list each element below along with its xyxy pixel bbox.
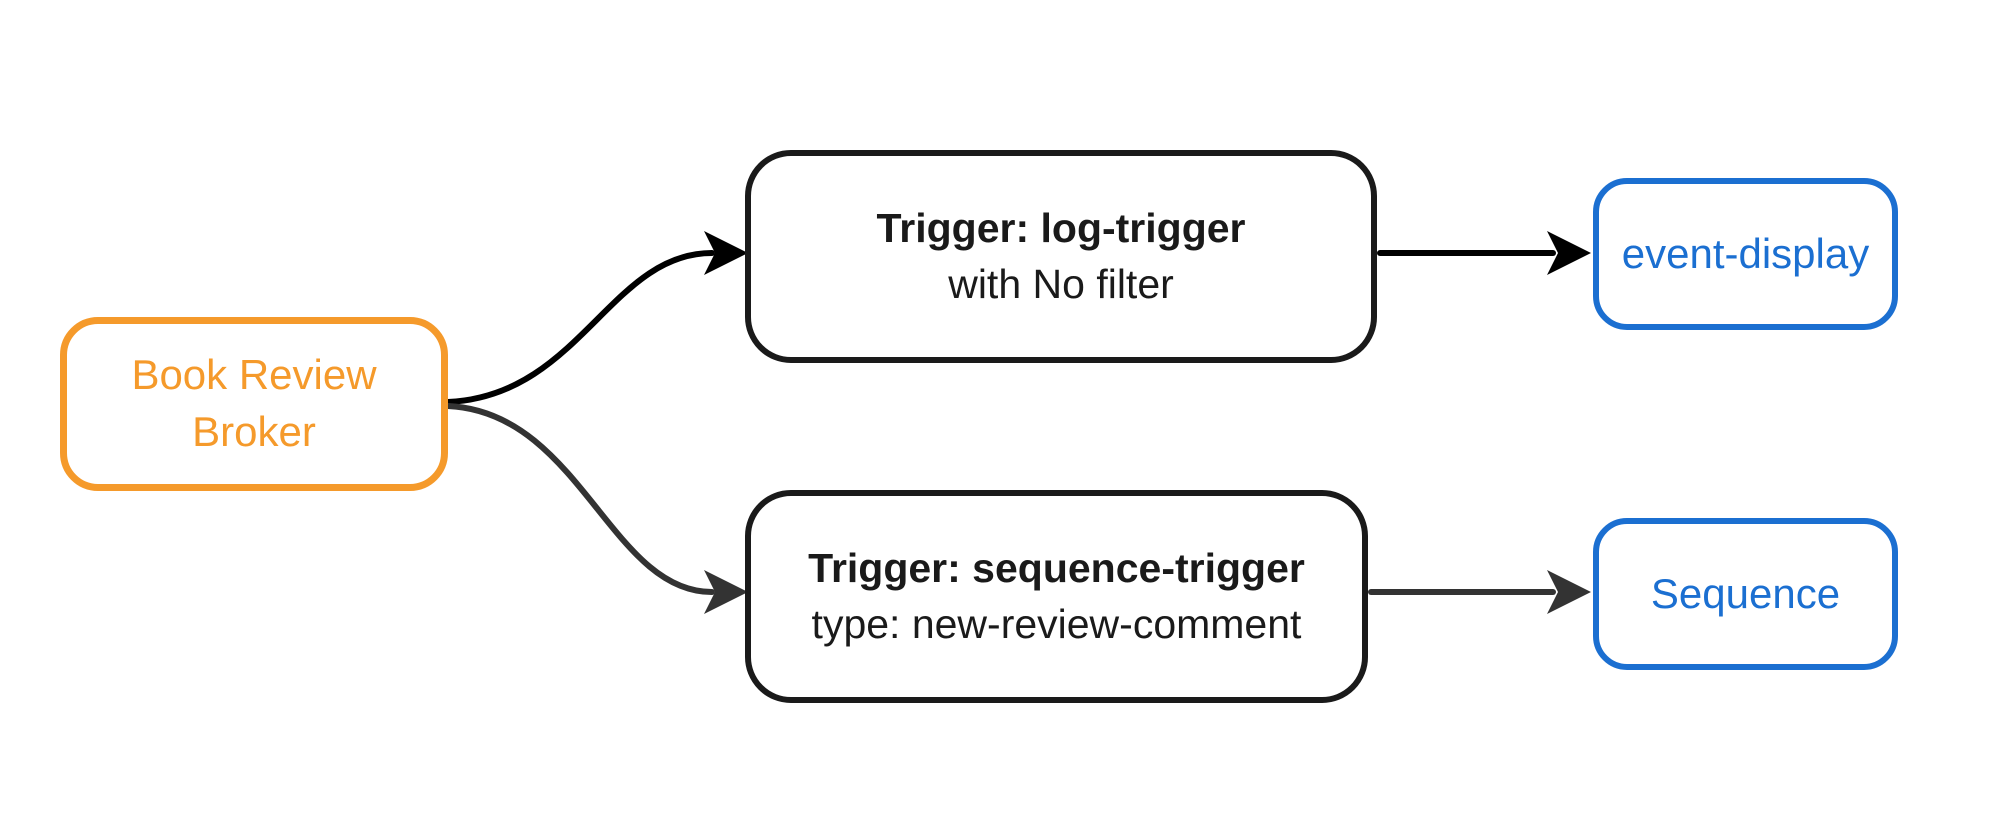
- arrowhead-icon: [1547, 231, 1591, 275]
- node-event-display-label: event-display: [1621, 229, 1870, 277]
- node-sequence-label: Sequence: [1650, 569, 1841, 617]
- arrowhead-icon: [704, 231, 748, 275]
- node-sequence-trigger-title: Trigger: sequence-trigger: [808, 545, 1305, 592]
- arrowhead-icon: [704, 570, 748, 614]
- node-log-trigger-subtitle: with No filter: [948, 260, 1174, 307]
- node-sequence: Sequence: [1593, 518, 1898, 670]
- arrowhead-icon: [1547, 570, 1591, 614]
- node-sequence-trigger-subtitle: type: new-review-comment: [811, 600, 1302, 647]
- edge-broker-to-sequence-trigger: [445, 403, 715, 595]
- node-sequence-trigger: Trigger: sequence-trigger type: new-revi…: [745, 490, 1368, 703]
- node-book-review-broker: Book Review Broker: [60, 317, 448, 491]
- node-book-review-broker-label: Book Review Broker: [131, 351, 377, 455]
- node-log-trigger-title: Trigger: log-trigger: [876, 205, 1246, 252]
- edge-broker-to-log-trigger: [445, 250, 715, 405]
- node-event-display: event-display: [1593, 178, 1898, 330]
- node-log-trigger: Trigger: log-trigger with No filter: [745, 150, 1377, 363]
